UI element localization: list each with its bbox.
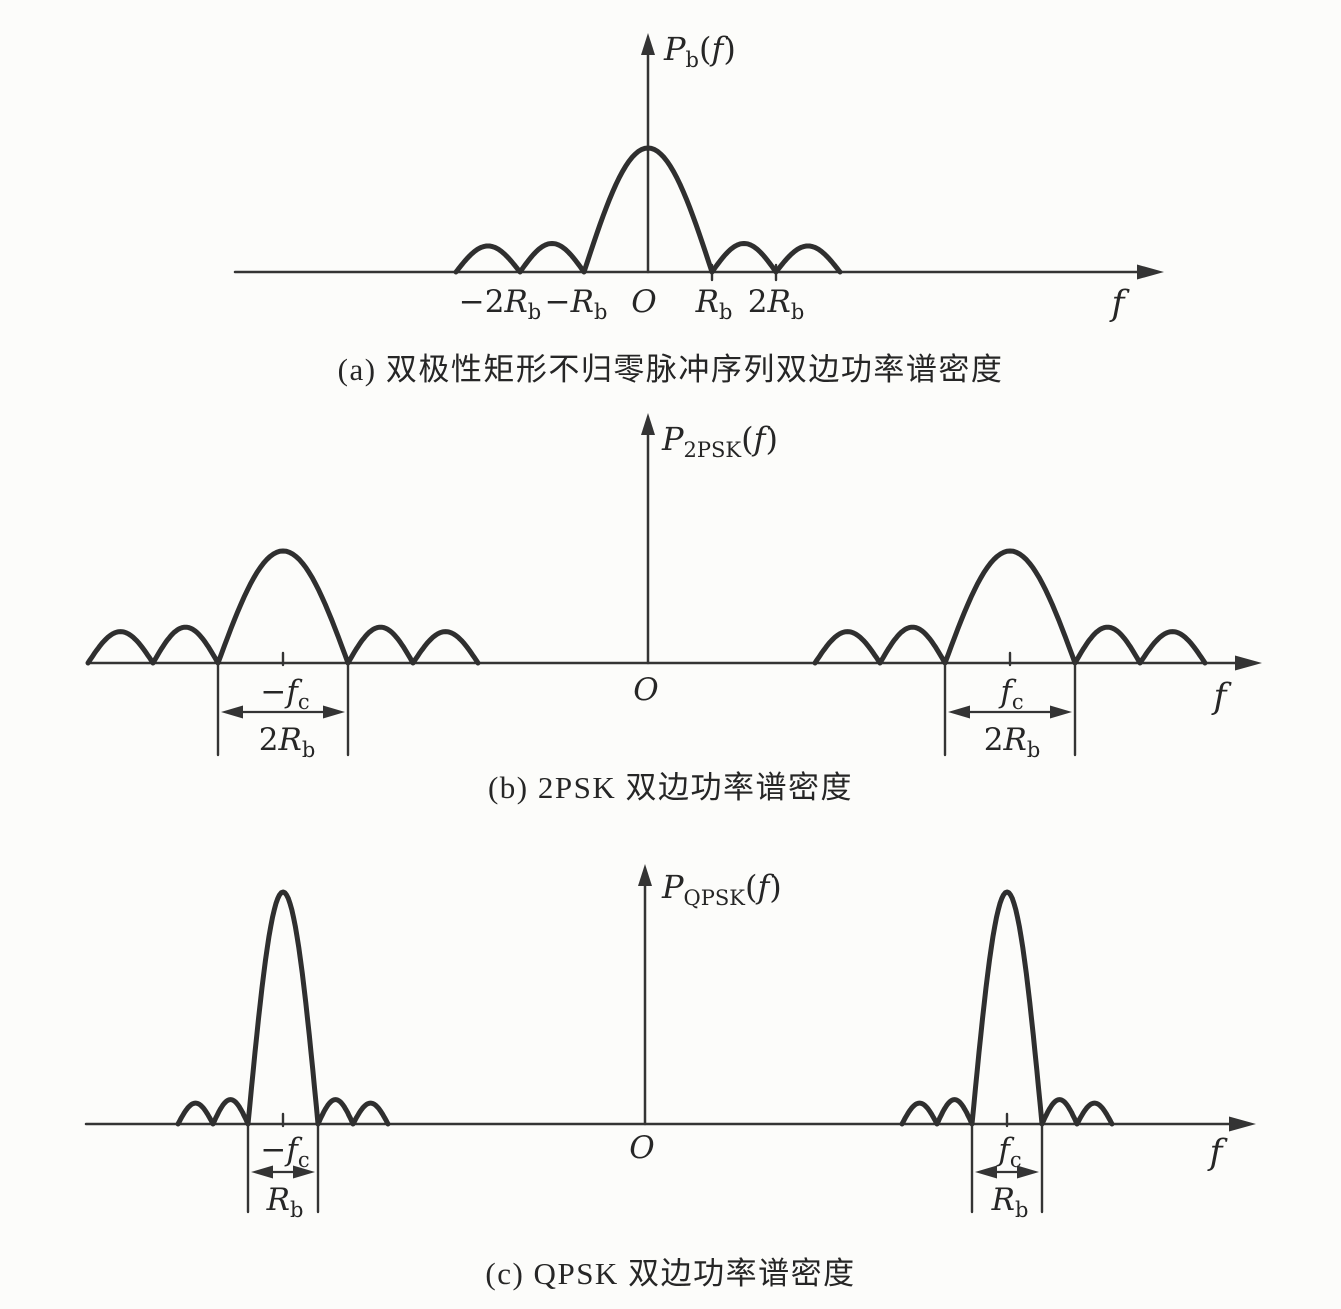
chart-c-origin-label: O (629, 1130, 654, 1166)
chart-a-tick-rb: Rb (695, 284, 733, 324)
bandwidth-arrowhead-right (1017, 1165, 1039, 1179)
chart-b-2psk-psd: P2PSK(f) O −fc 2Rb fc 2Rb f (85, 413, 1262, 758)
chart-c-right-bandwidth-label: Rb (991, 1182, 1029, 1222)
chart-a-ylabel: Pb(f) (663, 30, 736, 72)
chart-a-xlabel: f (1109, 284, 1131, 324)
bandwidth-arrowhead-right (293, 1165, 315, 1179)
chart-c-right-carrier-label: fc (996, 1132, 1021, 1172)
chart-a-baseband-psd: Pb(f) −2Rb −Rb O Rb 2Rb f (233, 30, 1164, 324)
bandwidth-arrowhead-left (975, 1165, 997, 1179)
chart-b-origin-label: O (633, 672, 658, 708)
chart-b-right-bandwidth-label: 2Rb (984, 722, 1041, 758)
chart-b-geometry (85, 413, 1262, 757)
chart-b-left-bandwidth-label: 2Rb (259, 722, 316, 758)
chart-b-right-carrier-label: fc (998, 674, 1023, 714)
psd-curve (453, 145, 843, 275)
bandwidth-arrowhead-right (1050, 705, 1072, 719)
chart-a-origin-label: O (631, 284, 656, 320)
y-axis-arrowhead (641, 413, 655, 435)
x-axis-arrowhead (1137, 264, 1164, 280)
chart-b-caption: (b) 2PSK 双边功率谱密度 (487, 770, 853, 805)
psd-curve (175, 889, 391, 1127)
chart-c-caption: (c) QPSK 双边功率谱密度 (485, 1256, 856, 1291)
chart-c-geometry (84, 864, 1256, 1214)
chart-a-geometry (233, 33, 1164, 282)
chart-c-qpsk-psd: PQPSK(f) O −fc Rb fc Rb f (84, 864, 1256, 1222)
chart-c-left-bandwidth-label: Rb (266, 1182, 304, 1222)
bandwidth-arrowhead-left (948, 705, 970, 719)
bandwidth-arrowhead-right (323, 705, 345, 719)
y-axis-arrowhead (638, 864, 652, 886)
x-axis-arrowhead (1235, 655, 1262, 671)
chart-c-xlabel: f (1207, 1133, 1229, 1173)
x-axis-arrowhead (1229, 1116, 1256, 1132)
chart-b-ylabel: P2PSK(f) (661, 420, 778, 462)
y-axis-arrowhead (641, 33, 655, 55)
bandwidth-arrowhead-left (221, 705, 243, 719)
chart-c-ylabel: PQPSK(f) (661, 868, 782, 910)
chart-b-left-carrier-label: −fc (260, 674, 309, 714)
chart-a-caption: (a) 双极性矩形不归零脉冲序列双边功率谱密度 (337, 352, 1004, 387)
chart-a-tick-negrb: −Rb (545, 284, 608, 324)
chart-b-xlabel: f (1211, 677, 1233, 717)
psd-curve (85, 548, 481, 666)
psd-curve (899, 889, 1115, 1127)
psd-curve (812, 548, 1208, 666)
chart-a-tick-2rb: 2Rb (748, 284, 805, 324)
chart-a-tick-neg2rb: −2Rb (459, 284, 542, 324)
chart-c-left-carrier-label: −fc (260, 1132, 309, 1172)
bandwidth-arrowhead-left (251, 1165, 273, 1179)
